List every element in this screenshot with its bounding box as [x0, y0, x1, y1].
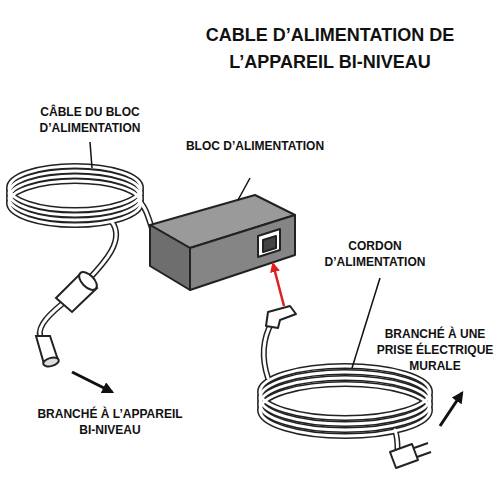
callout-label: CORDON D’ALIMENTATION — [300, 238, 450, 270]
barrel-connector — [36, 336, 60, 368]
cable-coils — [9, 166, 430, 458]
diagram-title: CABLE D’ALIMENTATION DE L’APPAREIL BI-NI… — [180, 22, 480, 76]
callout-label: BRANCHÉ À UNE PRISE ÉLECTRIQUE MURALE — [376, 326, 494, 375]
callout-label: CÂBLE DU BLOC D’ALIMENTATION — [15, 104, 165, 136]
pointer-arrow — [440, 393, 462, 426]
ferrite-bead — [56, 269, 100, 312]
power-brick — [150, 195, 295, 290]
callout-label: BRANCHÉ À L’APPAREIL BI-NIVEAU — [30, 406, 190, 438]
wall-plug — [390, 443, 431, 468]
pointer-arrow — [72, 372, 112, 392]
insert-arrow — [273, 264, 284, 306]
cord-plug — [266, 306, 296, 328]
leader-lines — [90, 142, 380, 368]
callout-label: BLOC D’ALIMENTATION — [180, 138, 330, 154]
